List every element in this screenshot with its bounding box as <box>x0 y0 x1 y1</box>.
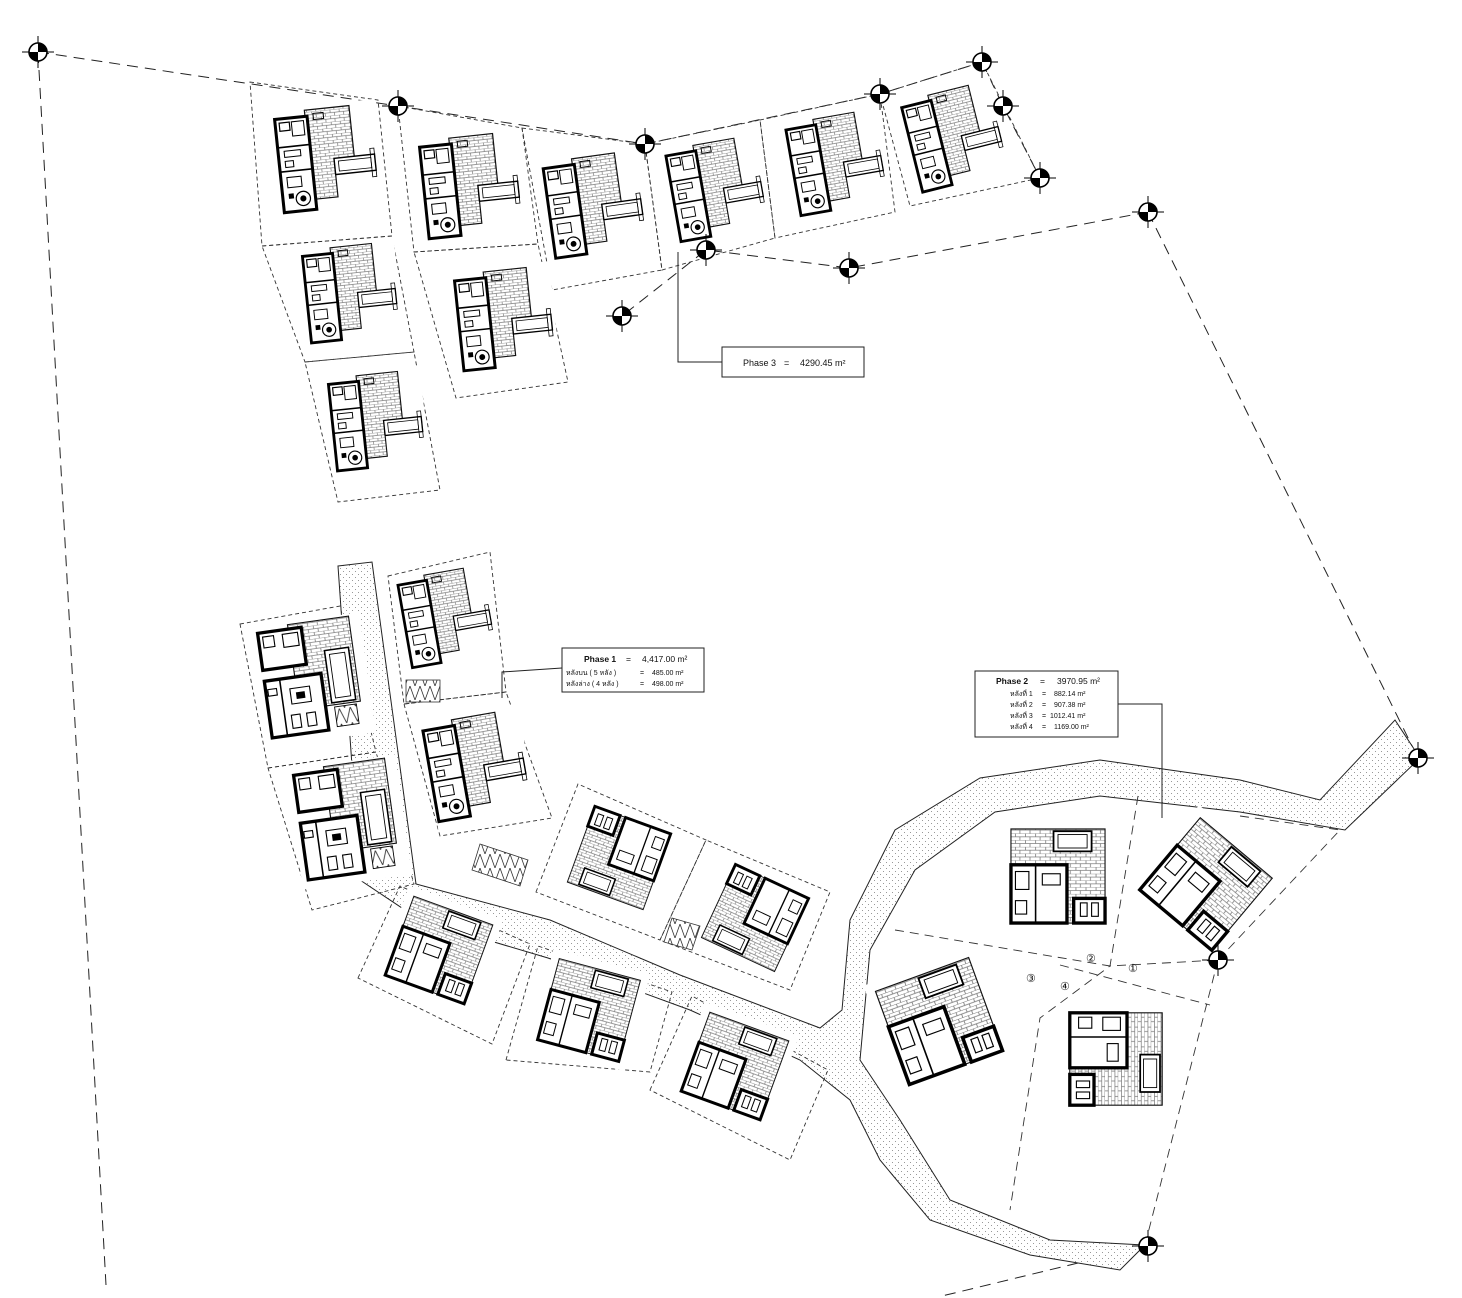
phase3-house-lots <box>249 61 1041 503</box>
phase2-eq: = <box>1040 676 1045 686</box>
phase2-row-label: หลังที่ 1 <box>1010 689 1033 698</box>
phase2-row-value: 882.14 m² <box>1054 691 1086 698</box>
survey-marker <box>832 251 866 285</box>
phase1-row-value: 485.00 m² <box>652 670 684 677</box>
phase2-row-eq: = <box>1042 724 1046 731</box>
survey-marker <box>605 299 639 333</box>
phase2-row-label: หลังที่ 3 <box>1010 711 1033 720</box>
phase2-callout: Phase 2 = 3970.95 m² หลังที่ 1 = 882.14 … <box>974 670 1119 738</box>
phase3-total: 4290.45 m² <box>800 358 846 368</box>
plot-number-1: ① <box>1128 963 1138 975</box>
phase2-row-eq: = <box>1042 702 1046 709</box>
survey-marker <box>1023 161 1057 195</box>
phase1-houses <box>248 559 821 1132</box>
phase1-row-label: หลังบน ( 5 หลัง ) <box>566 669 616 677</box>
survey-marker <box>965 45 999 79</box>
phase1-row-value: 498.00 m² <box>652 681 684 688</box>
phase2-row-value: 1169.00 m² <box>1054 724 1090 731</box>
phase1-eq: = <box>626 654 631 664</box>
phase1-row-eq: = <box>640 670 644 677</box>
phase3-eq: = <box>784 358 789 368</box>
plot-number-4: ④ <box>1060 981 1070 993</box>
plot-number-3: ③ <box>1026 973 1036 985</box>
survey-marker <box>1131 195 1165 229</box>
phase1-row-eq: = <box>640 681 644 688</box>
phase3-title: Phase 3 <box>743 358 776 368</box>
phase1-total: 4,417.00 m² <box>642 654 688 664</box>
leader-lines <box>501 252 1163 818</box>
phase2-row-label: หลังที่ 4 <box>1010 722 1033 731</box>
plot-numbers: ① ② ③ ④ <box>1026 953 1138 993</box>
phase1-title: Phase 1 <box>584 654 616 664</box>
survey-marker <box>863 77 897 111</box>
phase2-title: Phase 2 <box>996 676 1028 686</box>
phase2-row-value: 1012.41 m² <box>1050 713 1086 720</box>
phase1-callout: Phase 1 = 4,417.00 m² หลังบน ( 5 หลัง ) … <box>561 647 705 693</box>
plot-number-2: ② <box>1086 953 1096 965</box>
phase2-total: 3970.95 m² <box>1057 676 1100 686</box>
parking-bays <box>405 679 701 951</box>
phase1-house-lots <box>239 551 831 1161</box>
access-road <box>337 561 1421 1271</box>
phase2-row-label: หลังที่ 2 <box>1010 700 1033 709</box>
phase2-row-value: 907.38 m² <box>1054 702 1086 709</box>
phase2-row-eq: = <box>1042 713 1046 720</box>
phase2-lot-lines <box>894 795 1341 1246</box>
survey-marker <box>1131 1229 1165 1263</box>
phase1-row-label: หลังล่าง ( 4 หลัง ) <box>566 680 619 688</box>
phase3-callout: Phase 3 = 4290.45 m² <box>721 346 865 378</box>
survey-marker <box>381 89 415 123</box>
phase2-row-eq: = <box>1042 691 1046 698</box>
survey-marker <box>21 35 55 69</box>
